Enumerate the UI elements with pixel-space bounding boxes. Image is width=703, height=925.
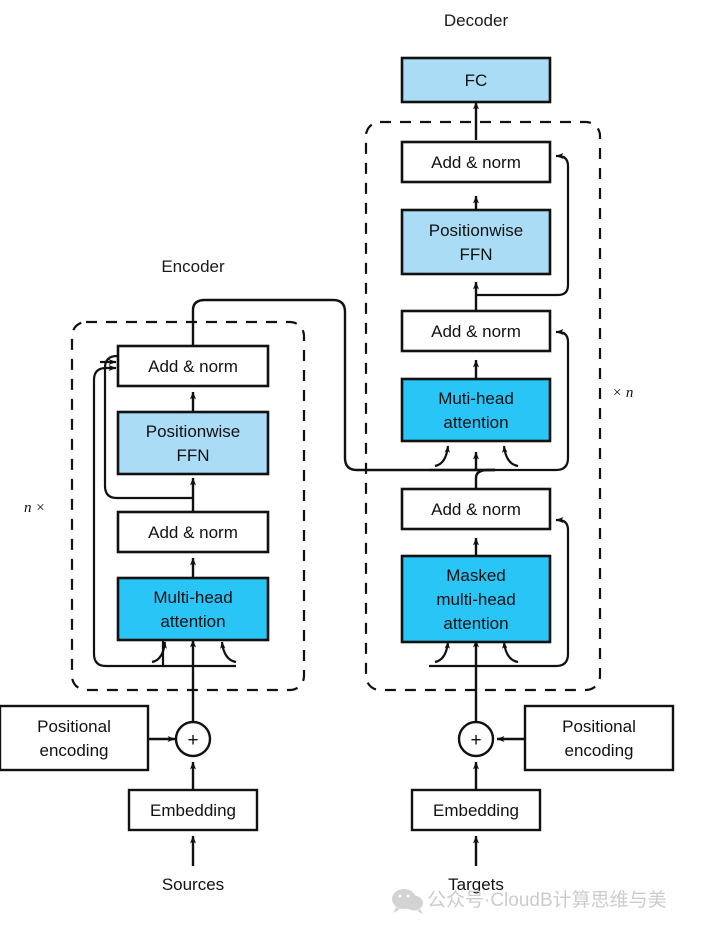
decoder-fc-label: FC [465, 71, 488, 90]
watermark-text: 公众号·CloudB计算思维与美 [427, 889, 667, 911]
decoder-cross-attention-box: Muti-head attention [400, 377, 552, 443]
decoder-cross-attention-label-line1: Muti-head [438, 389, 514, 408]
decoder-repeat-label: × n [612, 385, 633, 401]
target-add-node: + [457, 720, 495, 758]
decoder-positionwise-ffn-box: Positionwise FFN [400, 208, 552, 276]
decoder-add-norm-top-box: Add & norm [400, 140, 552, 184]
target-add-operator: + [470, 730, 481, 751]
source-embedding-label: Embedding [150, 801, 236, 820]
targets-label: Targets [448, 875, 504, 894]
decoder-masked-attention-label-line2: multi-head [436, 590, 515, 609]
target-embedding-box: Embedding [410, 788, 542, 832]
decoder-cross-qkv-left-arrow [434, 445, 450, 468]
encoder-residual-1 [92, 364, 117, 668]
decoder-block-boundary [364, 120, 602, 692]
source-positional-label-line2: encoding [39, 741, 108, 760]
decoder-masked-attention-box: Masked multi-head attention [400, 554, 552, 644]
decoder-cross-qkv-right-arrow [502, 445, 519, 468]
decoder-add-norm-top-label: Add & norm [431, 153, 521, 172]
decoder-residual-masked [555, 517, 570, 668]
encoder-positionwise-ffn-box: Positionwise FFN [116, 410, 270, 476]
decoder-residual-cross [555, 329, 570, 472]
decoder-title: Decoder [444, 11, 509, 30]
decoder-qkv-right-arrow [502, 641, 519, 664]
decoder-ffn-label-line1: Positionwise [429, 221, 524, 240]
encoder-qkv-right-arrow [220, 641, 237, 664]
decoder-add-norm-mid-label: Add & norm [431, 322, 521, 341]
source-add-node: + [174, 720, 212, 758]
decoder-add-norm-bottom-label: Add & norm [431, 500, 521, 519]
source-embedding-box: Embedding [127, 788, 259, 832]
decoder-fc-box: FC [400, 56, 552, 104]
encoder-add-norm-top-box: Add & norm [116, 344, 270, 388]
target-positional-encoding-box: Positional encoding [523, 704, 675, 772]
target-positional-label-line2: encoding [564, 741, 633, 760]
decoder-add-norm-mid-box: Add & norm [400, 309, 552, 353]
encoder-add-norm-bottom-label: Add & norm [148, 523, 238, 542]
encoder-ffn-label-line1: Positionwise [146, 422, 241, 441]
encoder-attention-label-line1: Multi-head [153, 588, 232, 607]
encoder-qkv-left-arrow [151, 641, 167, 664]
encoder-block-boundary [70, 320, 306, 692]
encoder-repeat-label: n × [24, 500, 45, 516]
decoder-masked-attention-label-line1: Masked [446, 566, 506, 585]
sources-label: Sources [162, 875, 224, 894]
source-add-operator: + [187, 730, 198, 751]
encoder-residual-2-path [103, 368, 193, 500]
target-positional-label-line1: Positional [562, 717, 636, 736]
encoder-output-to-decoder [191, 298, 495, 472]
encoder-title: Encoder [161, 257, 225, 276]
decoder-ffn-label-line2: FFN [459, 245, 492, 264]
encoder-add-norm-top-label: Add & norm [148, 357, 238, 376]
encoder-add-norm-bottom-box: Add & norm [116, 510, 270, 554]
source-positional-label-line1: Positional [37, 717, 111, 736]
wechat-icon [392, 889, 423, 914]
encoder-ffn-label-line2: FFN [176, 446, 209, 465]
source-positional-encoding-box: Positional encoding [0, 704, 150, 772]
encoder-attention-label-line2: attention [160, 612, 225, 631]
decoder-qkv-left-arrow [434, 641, 450, 664]
decoder-add-norm-bottom-box: Add & norm [400, 487, 552, 531]
decoder-residual-ffn [476, 153, 570, 297]
decoder-masked-attention-label-line3: attention [443, 614, 508, 633]
decoder-cross-attention-label-line2: attention [443, 413, 508, 432]
encoder-multi-head-attention-box: Multi-head attention [116, 576, 270, 642]
target-embedding-label: Embedding [433, 801, 519, 820]
